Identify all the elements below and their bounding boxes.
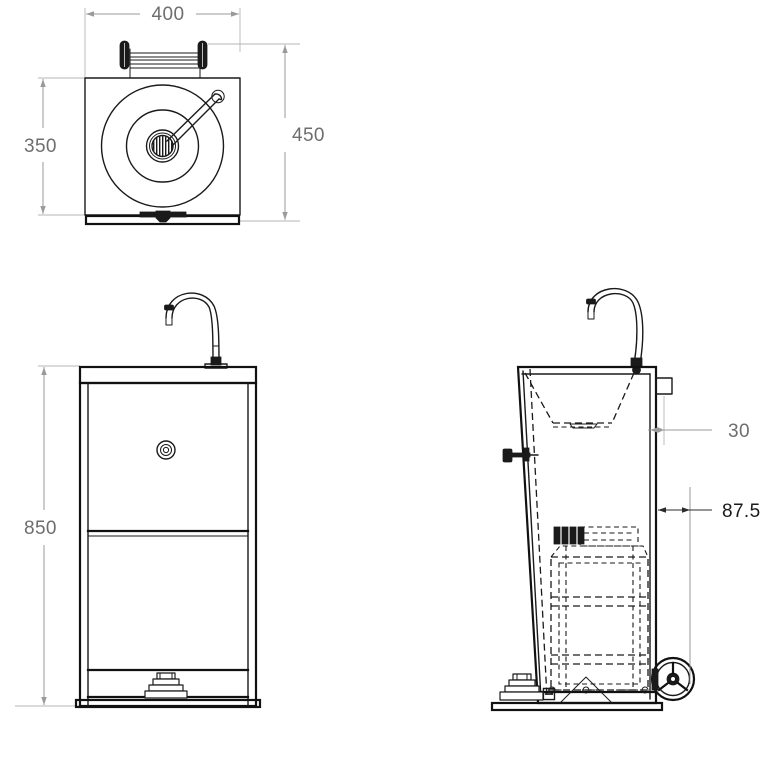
top-view: 400 450 350 xyxy=(24,4,325,226)
dimension-87-5-label: 87.5 xyxy=(722,501,760,522)
dimension-450: 450 xyxy=(282,45,325,220)
dimension-350-label: 350 xyxy=(24,136,57,157)
top-faucet-arm xyxy=(166,89,225,147)
side-tank-cap-ribs xyxy=(553,526,585,545)
front-panel-divider xyxy=(86,529,250,537)
side-drain-valve xyxy=(502,447,539,463)
side-base-rail xyxy=(490,676,664,712)
top-front-edge-strip xyxy=(84,210,241,226)
dimension-400: 400 xyxy=(84,4,241,78)
front-door-lock xyxy=(156,440,176,460)
dimension-30-label: 30 xyxy=(728,421,750,442)
side-profile-inner-left xyxy=(522,370,542,700)
dimension-350: 350 xyxy=(24,79,57,214)
basin-outer-circle xyxy=(100,84,225,208)
side-view: ⊟ 30 87.5 xyxy=(490,287,760,712)
dimension-450-label: 450 xyxy=(292,125,325,146)
dimension-30: 30 xyxy=(648,396,750,445)
dimension-850: 850 xyxy=(15,365,80,707)
front-faucet xyxy=(164,292,228,369)
side-foot-pedal: ⊟ xyxy=(499,673,557,705)
dimension-850-label: 850 xyxy=(24,518,57,539)
handle-grip-left xyxy=(119,40,130,70)
basin-mid-circle xyxy=(125,109,200,183)
side-wheel xyxy=(650,656,696,702)
front-view: 850 xyxy=(15,292,262,709)
front-foot-pedal xyxy=(144,672,188,699)
side-basin-hidden xyxy=(524,372,635,429)
handle-grip-right xyxy=(197,40,208,70)
side-bracket-tab xyxy=(655,377,673,395)
side-pedal-mark: ⊟ xyxy=(541,684,557,705)
side-water-tank-hidden xyxy=(550,526,649,691)
top-handle-assembly xyxy=(119,40,208,79)
dimension-400-label: 400 xyxy=(152,4,185,25)
dimension-87-5: 87.5 xyxy=(658,487,760,684)
